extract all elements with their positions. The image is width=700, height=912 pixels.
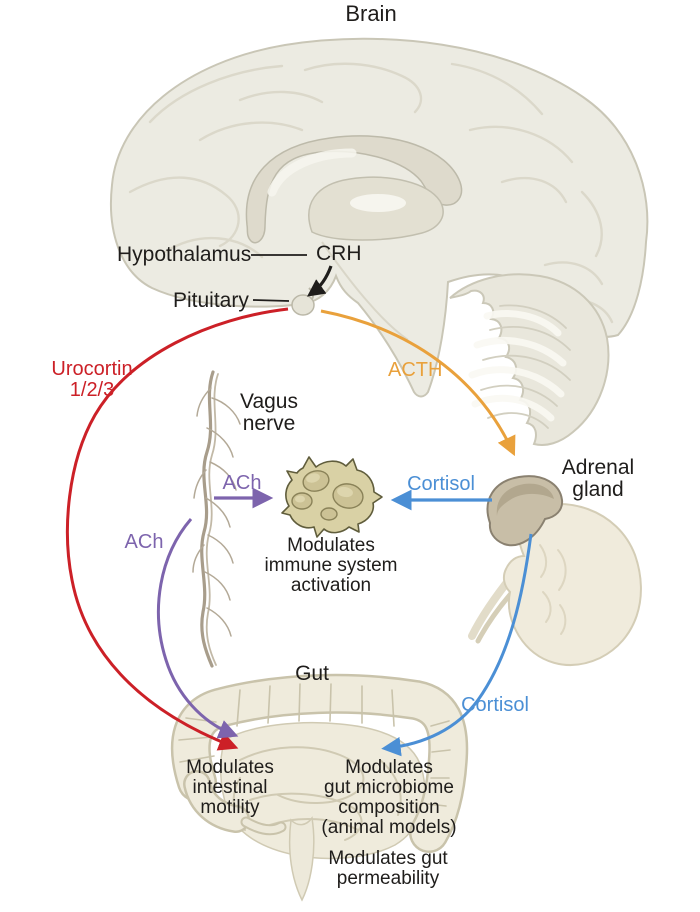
immune-caption-line2: immune system — [264, 555, 398, 576]
motility-caption-line1: Modulates — [186, 757, 274, 778]
immune-caption-line3: activation — [290, 575, 372, 596]
urocortin-arrow — [65, 307, 289, 751]
ach-label-lower: ACh — [124, 531, 164, 553]
crh-label: CRH — [316, 242, 362, 265]
microbiome-caption-line1: Modulates — [345, 757, 433, 778]
motility-caption: Modulates intestinal motility — [186, 758, 274, 818]
urocortin-label: Urocortin 1/2/3 — [51, 359, 132, 401]
cortisol-arrow-to-gut — [381, 533, 533, 757]
cortisol-label-upper: Cortisol — [407, 473, 475, 495]
pituitary-pointer-line — [252, 299, 290, 302]
microbiome-caption-line4: (animal models) — [321, 817, 457, 838]
brain-illustration — [110, 37, 649, 446]
vagus-nerve-label: Vagus nerve — [240, 391, 298, 435]
adrenal-gland-label-line2: gland — [572, 478, 624, 501]
gut-illustration — [170, 673, 469, 902]
ach-label-upper: ACh — [222, 472, 262, 494]
pituitary-label: Pituitary — [173, 289, 249, 312]
cortisol-label-lower: Cortisol — [461, 694, 529, 716]
ach-arrow-to-gut — [156, 518, 239, 739]
crh-arrow — [306, 265, 333, 297]
motility-caption-line2: intestinal — [192, 777, 268, 798]
vagus-nerve-illustration — [192, 370, 241, 668]
vagus-nerve-label-line1: Vagus — [240, 390, 298, 413]
brain-label: Brain — [345, 1, 397, 26]
gut-label: Gut — [295, 662, 329, 685]
permeability-caption-line1: Modulates gut — [328, 848, 448, 869]
motility-caption-line3: motility — [200, 797, 260, 818]
microbiome-caption-line2: gut microbiome — [324, 777, 454, 798]
permeability-caption-line2: permeability — [336, 868, 440, 889]
urocortin-label-line1: Urocortin — [51, 358, 133, 380]
hypothalamus-label: Hypothalamus — [117, 243, 252, 266]
brainstem-line — [321, 241, 409, 341]
acth-label: ACTH — [388, 359, 443, 381]
immune-caption-line1: Modulates — [287, 535, 375, 556]
acth-arrow — [320, 309, 516, 457]
urocortin-label-line2: 1/2/3 — [69, 379, 115, 401]
adrenal-gland-illustration — [486, 475, 564, 547]
kidney-illustration — [468, 503, 642, 666]
corpus-callosum — [245, 135, 463, 244]
microbiome-caption-line3: composition — [338, 797, 440, 818]
brain-gyri — [128, 62, 614, 324]
vagus-nerve-label-line2: nerve — [242, 412, 296, 435]
thalamus — [308, 176, 444, 241]
immune-cells-illustration — [281, 456, 383, 538]
permeability-caption: Modulates gut permeability — [328, 849, 447, 889]
adrenal-gland-label-line1: Adrenal — [561, 456, 635, 479]
adrenal-gland-label: Adrenal gland — [562, 457, 634, 501]
microbiome-caption: Modulates gut microbiome composition (an… — [321, 758, 456, 838]
cerebellum — [449, 273, 610, 446]
immune-caption: Modulates immune system activation — [264, 536, 397, 596]
